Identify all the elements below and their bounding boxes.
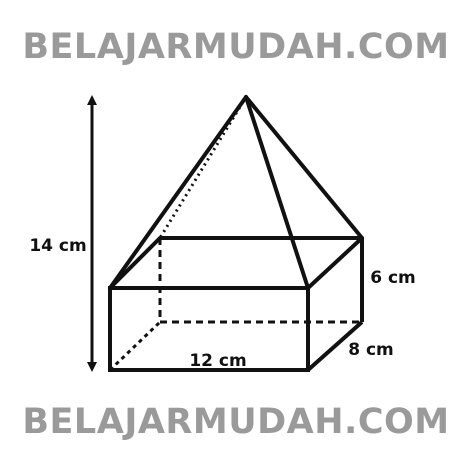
watermark-top: BELAJARMUDAH.COM — [22, 27, 450, 67]
pyramid-edge-front-right — [244, 95, 310, 290]
label-prism-width: 8 cm — [348, 340, 394, 360]
pyramid-edge-front-left — [108, 95, 248, 290]
hidden-edge-left-bottom — [108, 320, 162, 372]
watermark-bottom: BELAJARMUDAH.COM — [22, 402, 450, 442]
prism-right-bottom-edge — [306, 320, 364, 372]
prism-top-face — [108, 236, 364, 290]
label-prism-length: 12 cm — [189, 351, 246, 371]
pyramid-edge-back-right — [244, 95, 364, 240]
label-prism-height: 6 cm — [370, 268, 416, 288]
label-total-height: 14 cm — [29, 236, 86, 256]
prism-front-face — [108, 286, 310, 372]
